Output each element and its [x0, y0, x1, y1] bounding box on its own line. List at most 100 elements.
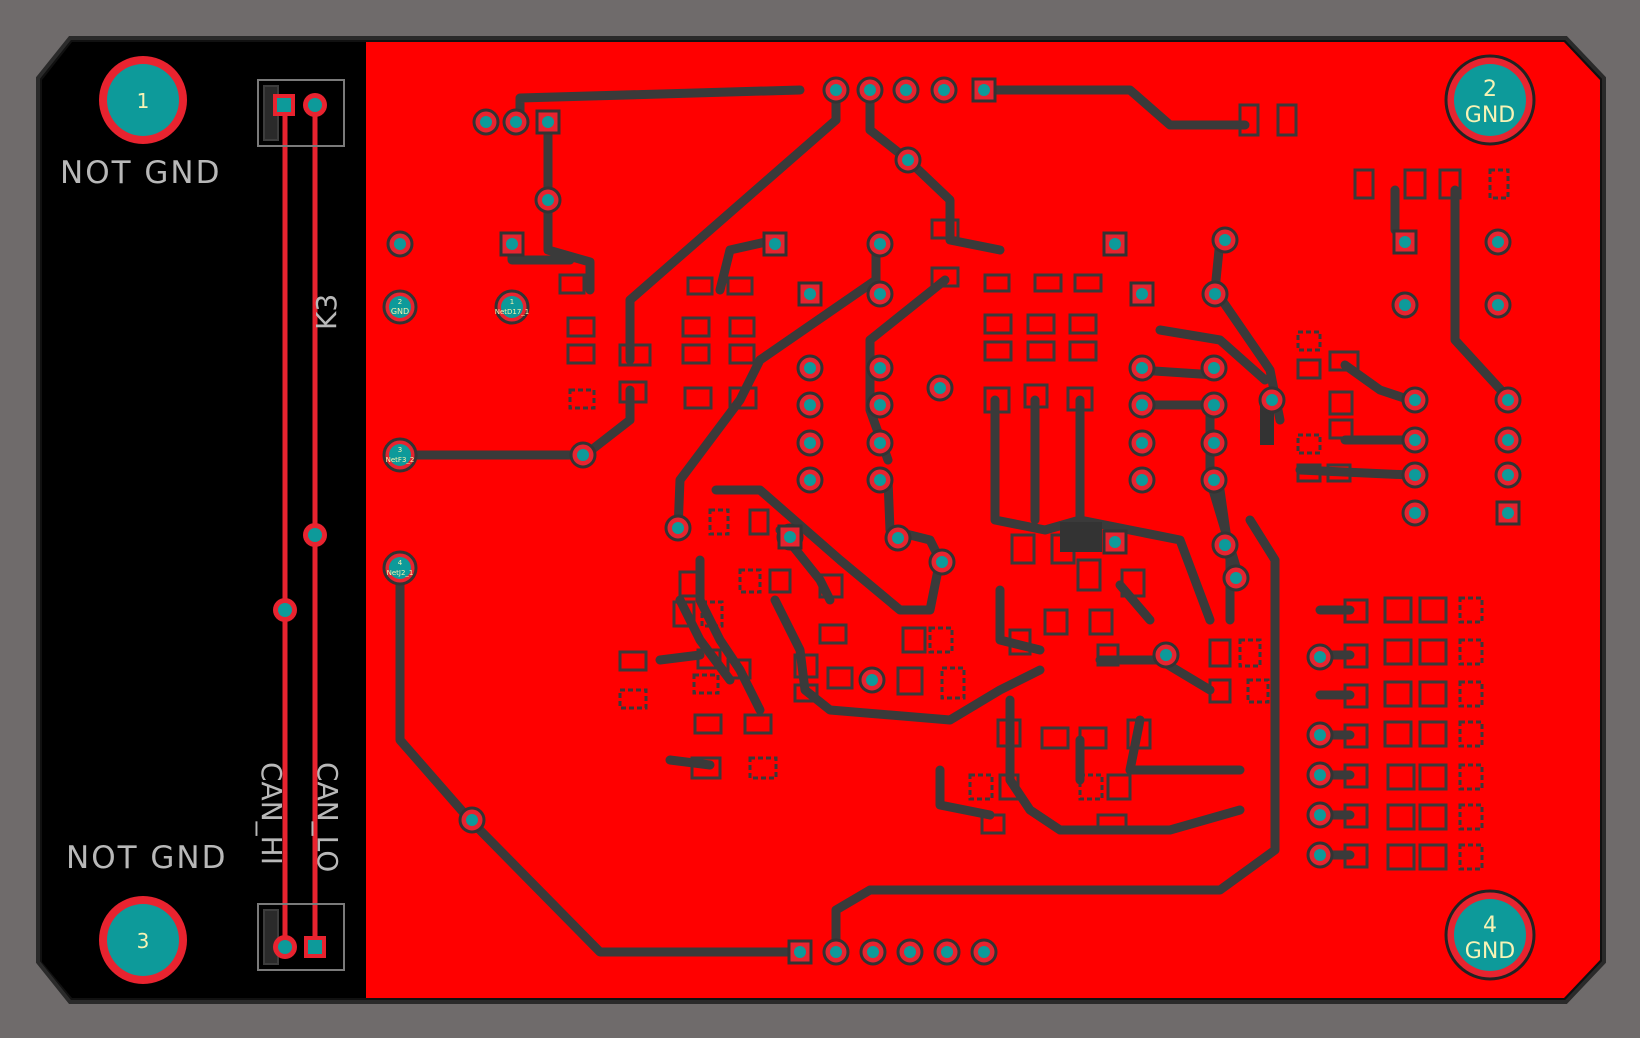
pad-hole: [804, 437, 816, 449]
trace: [1295, 465, 1415, 480]
pad-hole: [1314, 809, 1326, 821]
trace: [1115, 580, 1155, 625]
labeled-pad-netj2[interactable]: 4 NetJ2_1: [382, 550, 418, 586]
pad-hole: [892, 532, 904, 544]
ic-footprint: [1060, 522, 1102, 552]
pad-hole: [1502, 507, 1514, 519]
pad-hole: [1399, 236, 1411, 248]
pad-hole: [542, 116, 554, 128]
pad-hole: [874, 399, 886, 411]
labeled-pad-gnd[interactable]: 2 GND: [382, 289, 418, 325]
silk-can-lo: CAN_LO: [311, 762, 344, 872]
pad-hole: [874, 288, 886, 300]
pad-hole: [804, 474, 816, 486]
pad-hole: [1502, 434, 1514, 446]
pad-hole: [1136, 437, 1148, 449]
pad-hole: [1502, 469, 1514, 481]
mounting-hole-number: 2: [1483, 77, 1497, 102]
pad-hole: [978, 84, 990, 96]
pad-hole: [794, 946, 806, 958]
pad-net: NetF3_2: [386, 456, 415, 464]
trace: [1005, 695, 1245, 835]
pad-hole: [1219, 234, 1231, 246]
pad-hole: [867, 946, 879, 958]
pad-hole: [769, 238, 781, 250]
pad-number: 4: [398, 559, 403, 567]
pad-hole: [804, 288, 816, 300]
trace: [865, 85, 1005, 255]
trace: [673, 235, 881, 535]
mounting-hole-2[interactable]: 2 GND: [1444, 54, 1536, 146]
pad-hole: [1314, 729, 1326, 741]
pad-hole: [864, 84, 876, 96]
trace: [1215, 485, 1235, 625]
pad-hole: [1160, 649, 1172, 661]
pad-number: 2: [398, 298, 402, 306]
pad-net: GND: [391, 307, 409, 316]
connector-bottom-outline: [257, 903, 345, 971]
pad-net: NetD17_1: [495, 308, 530, 316]
pad-hole: [874, 474, 886, 486]
connector-pads: [273, 93, 327, 959]
pad-hole: [804, 362, 816, 374]
pad-hole: [1502, 394, 1514, 406]
trace: [695, 555, 765, 715]
pad-hole: [1136, 474, 1148, 486]
pad-hole: [1399, 299, 1411, 311]
pad-hole: [1109, 536, 1121, 548]
pad-hole: [672, 522, 684, 534]
pad-hole: [1492, 236, 1504, 248]
trace: [935, 765, 995, 820]
pad-hole: [902, 154, 914, 166]
pad-hole: [830, 946, 842, 958]
pad-hole: [1409, 469, 1421, 481]
silk-can-hi: CAN_HI: [255, 762, 288, 865]
mounting-hole-4[interactable]: 4 GND: [1444, 889, 1536, 981]
pad-hole: [1219, 539, 1231, 551]
trace: [975, 85, 1250, 130]
pad-hole: [510, 116, 522, 128]
pad-hole: [394, 238, 406, 250]
pad-hole: [1136, 288, 1148, 300]
trace: [770, 595, 1045, 725]
trace: [625, 85, 841, 365]
connector-top-outline: [257, 79, 345, 147]
smd-pads: [558, 103, 1510, 871]
trace: [655, 650, 705, 665]
trace: [1450, 185, 1515, 405]
mounting-hole-number: 1: [137, 89, 150, 113]
pad-hole: [866, 674, 878, 686]
pad-hole: [542, 194, 554, 206]
silk-not-gnd-bottom: NOT GND: [66, 840, 227, 876]
mounting-hole-net: GND: [1465, 939, 1515, 964]
trace: [715, 235, 780, 295]
mounting-hole-3[interactable]: 3: [99, 896, 187, 984]
pad-hole: [1230, 572, 1242, 584]
trace: [665, 755, 715, 770]
trace: [1125, 715, 1245, 775]
pad-hole: [934, 382, 946, 394]
pad-hole: [1492, 299, 1504, 311]
mounting-hole-1[interactable]: 1: [99, 56, 187, 144]
pad-hole: [1208, 399, 1220, 411]
pad-hole: [1109, 238, 1121, 250]
pad-hole: [830, 84, 842, 96]
pad-hole: [1136, 362, 1148, 374]
pad-hole: [978, 946, 990, 958]
pad-number: 1: [510, 298, 514, 306]
silk-connector-ref: K3: [310, 294, 343, 330]
trace: [543, 115, 595, 295]
pad-hole: [874, 437, 886, 449]
pad-hole: [784, 531, 796, 543]
pad-hole: [1314, 849, 1326, 861]
pad-hole: [1208, 474, 1220, 486]
through-hole-pads: [386, 76, 1522, 966]
labeled-pad-netd17[interactable]: 1 NetD17_1: [494, 289, 530, 325]
labeled-pad-netf3[interactable]: 3 NetF3_2: [382, 437, 418, 473]
pad-hole: [804, 399, 816, 411]
mounting-hole-net: GND: [1465, 103, 1515, 128]
pad-hole: [1314, 769, 1326, 781]
trace: [1075, 395, 1215, 625]
pad-hole: [577, 449, 589, 461]
